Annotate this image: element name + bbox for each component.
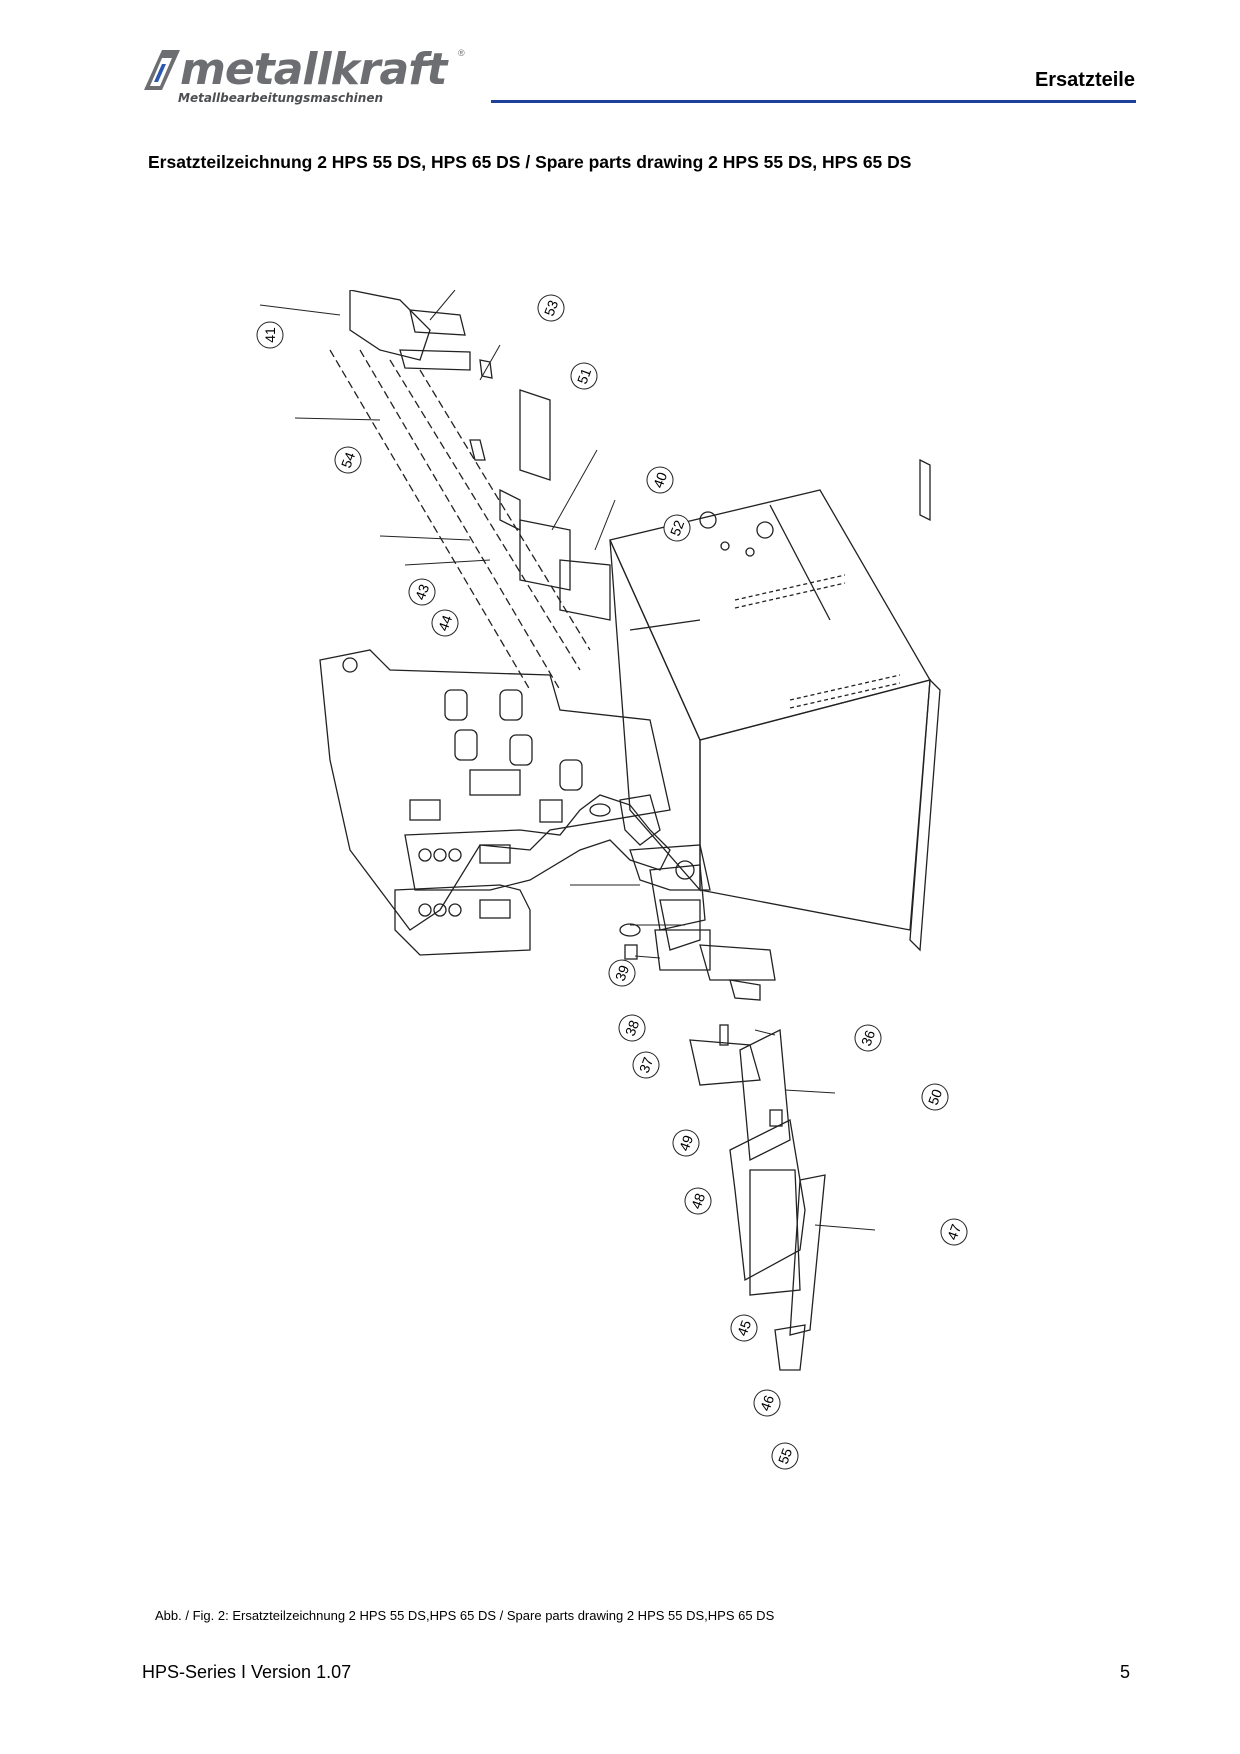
- callout-39: 39: [608, 959, 636, 987]
- svg-text:43: 43: [412, 582, 432, 602]
- callout-52: 52: [663, 514, 691, 542]
- callout-37: 37: [632, 1051, 660, 1079]
- callout-49: 49: [672, 1129, 700, 1157]
- callout-41: 41: [256, 321, 284, 349]
- section-title: Ersatzteile: [1034, 69, 1135, 91]
- svg-text:39: 39: [612, 963, 632, 983]
- svg-text:41: 41: [262, 327, 278, 343]
- vent-slots-upper: [734, 574, 846, 609]
- callout-43: 43: [408, 578, 436, 606]
- callout-44: 44: [431, 609, 459, 637]
- svg-text:50: 50: [925, 1087, 945, 1107]
- vent-slots-lower: [789, 674, 901, 709]
- callout-47: 47: [940, 1218, 968, 1246]
- svg-text:46: 46: [757, 1393, 777, 1413]
- logo-subtitle: Metallbearbeitungsmaschinen: [178, 91, 384, 105]
- leader-lines: [259, 289, 876, 1231]
- exploded-view-svg: [259, 289, 941, 1371]
- svg-text:40: 40: [650, 470, 670, 490]
- footer-version: HPS-Series I Version 1.07: [142, 1662, 352, 1682]
- callout-36: 36: [854, 1024, 882, 1052]
- callout-55: 55: [771, 1442, 799, 1470]
- svg-text:55: 55: [775, 1446, 795, 1466]
- logo-mark-icon: [144, 50, 180, 90]
- callout-45: 45: [730, 1314, 758, 1342]
- svg-text:36: 36: [858, 1028, 878, 1048]
- svg-text:45: 45: [734, 1318, 754, 1338]
- main-plate: [319, 649, 671, 931]
- callout-46: 46: [753, 1389, 781, 1417]
- callout-53: 53: [537, 294, 565, 322]
- logo-wordmark: metallkraft: [180, 44, 447, 95]
- svg-text:51: 51: [574, 366, 594, 386]
- callout-40: 40: [646, 466, 674, 494]
- callout-54: 54: [334, 446, 362, 474]
- svg-text:37: 37: [636, 1055, 656, 1075]
- clamp-parts: [619, 794, 776, 1001]
- svg-text:53: 53: [541, 298, 561, 318]
- drawing-title: Ersatzteilzeichnung 2 HPS 55 DS, HPS 65 …: [148, 152, 912, 172]
- svg-text:38: 38: [622, 1018, 642, 1038]
- callout-51: 51: [570, 362, 598, 390]
- header-rule: [491, 100, 1136, 103]
- svg-text:54: 54: [338, 450, 358, 470]
- spare-parts-drawing: 41 53 51 54 40 52 43 44 39 38 36: [230, 289, 990, 1550]
- callout-50: 50: [921, 1083, 949, 1111]
- svg-text:49: 49: [676, 1133, 696, 1153]
- svg-text:44: 44: [435, 613, 455, 633]
- metallkraft-logo: metallkraft ® Metallbearbeitungsmaschine…: [140, 44, 470, 112]
- svg-text:52: 52: [667, 518, 687, 538]
- callout-layer: 41 53 51 54 40 52 43 44 39 38 36: [256, 294, 968, 1470]
- svg-text:48: 48: [688, 1191, 708, 1211]
- svg-text:47: 47: [944, 1222, 964, 1242]
- callout-48: 48: [684, 1187, 712, 1215]
- figure-caption: Abb. / Fig. 2: Ersatzteilzeichnung 2 HPS…: [155, 1608, 775, 1623]
- callout-38: 38: [618, 1014, 646, 1042]
- page-number: 5: [1119, 1662, 1130, 1682]
- logo-registered-mark: ®: [458, 48, 465, 58]
- lower-plates: [689, 1024, 826, 1371]
- bent-bars: [394, 794, 671, 956]
